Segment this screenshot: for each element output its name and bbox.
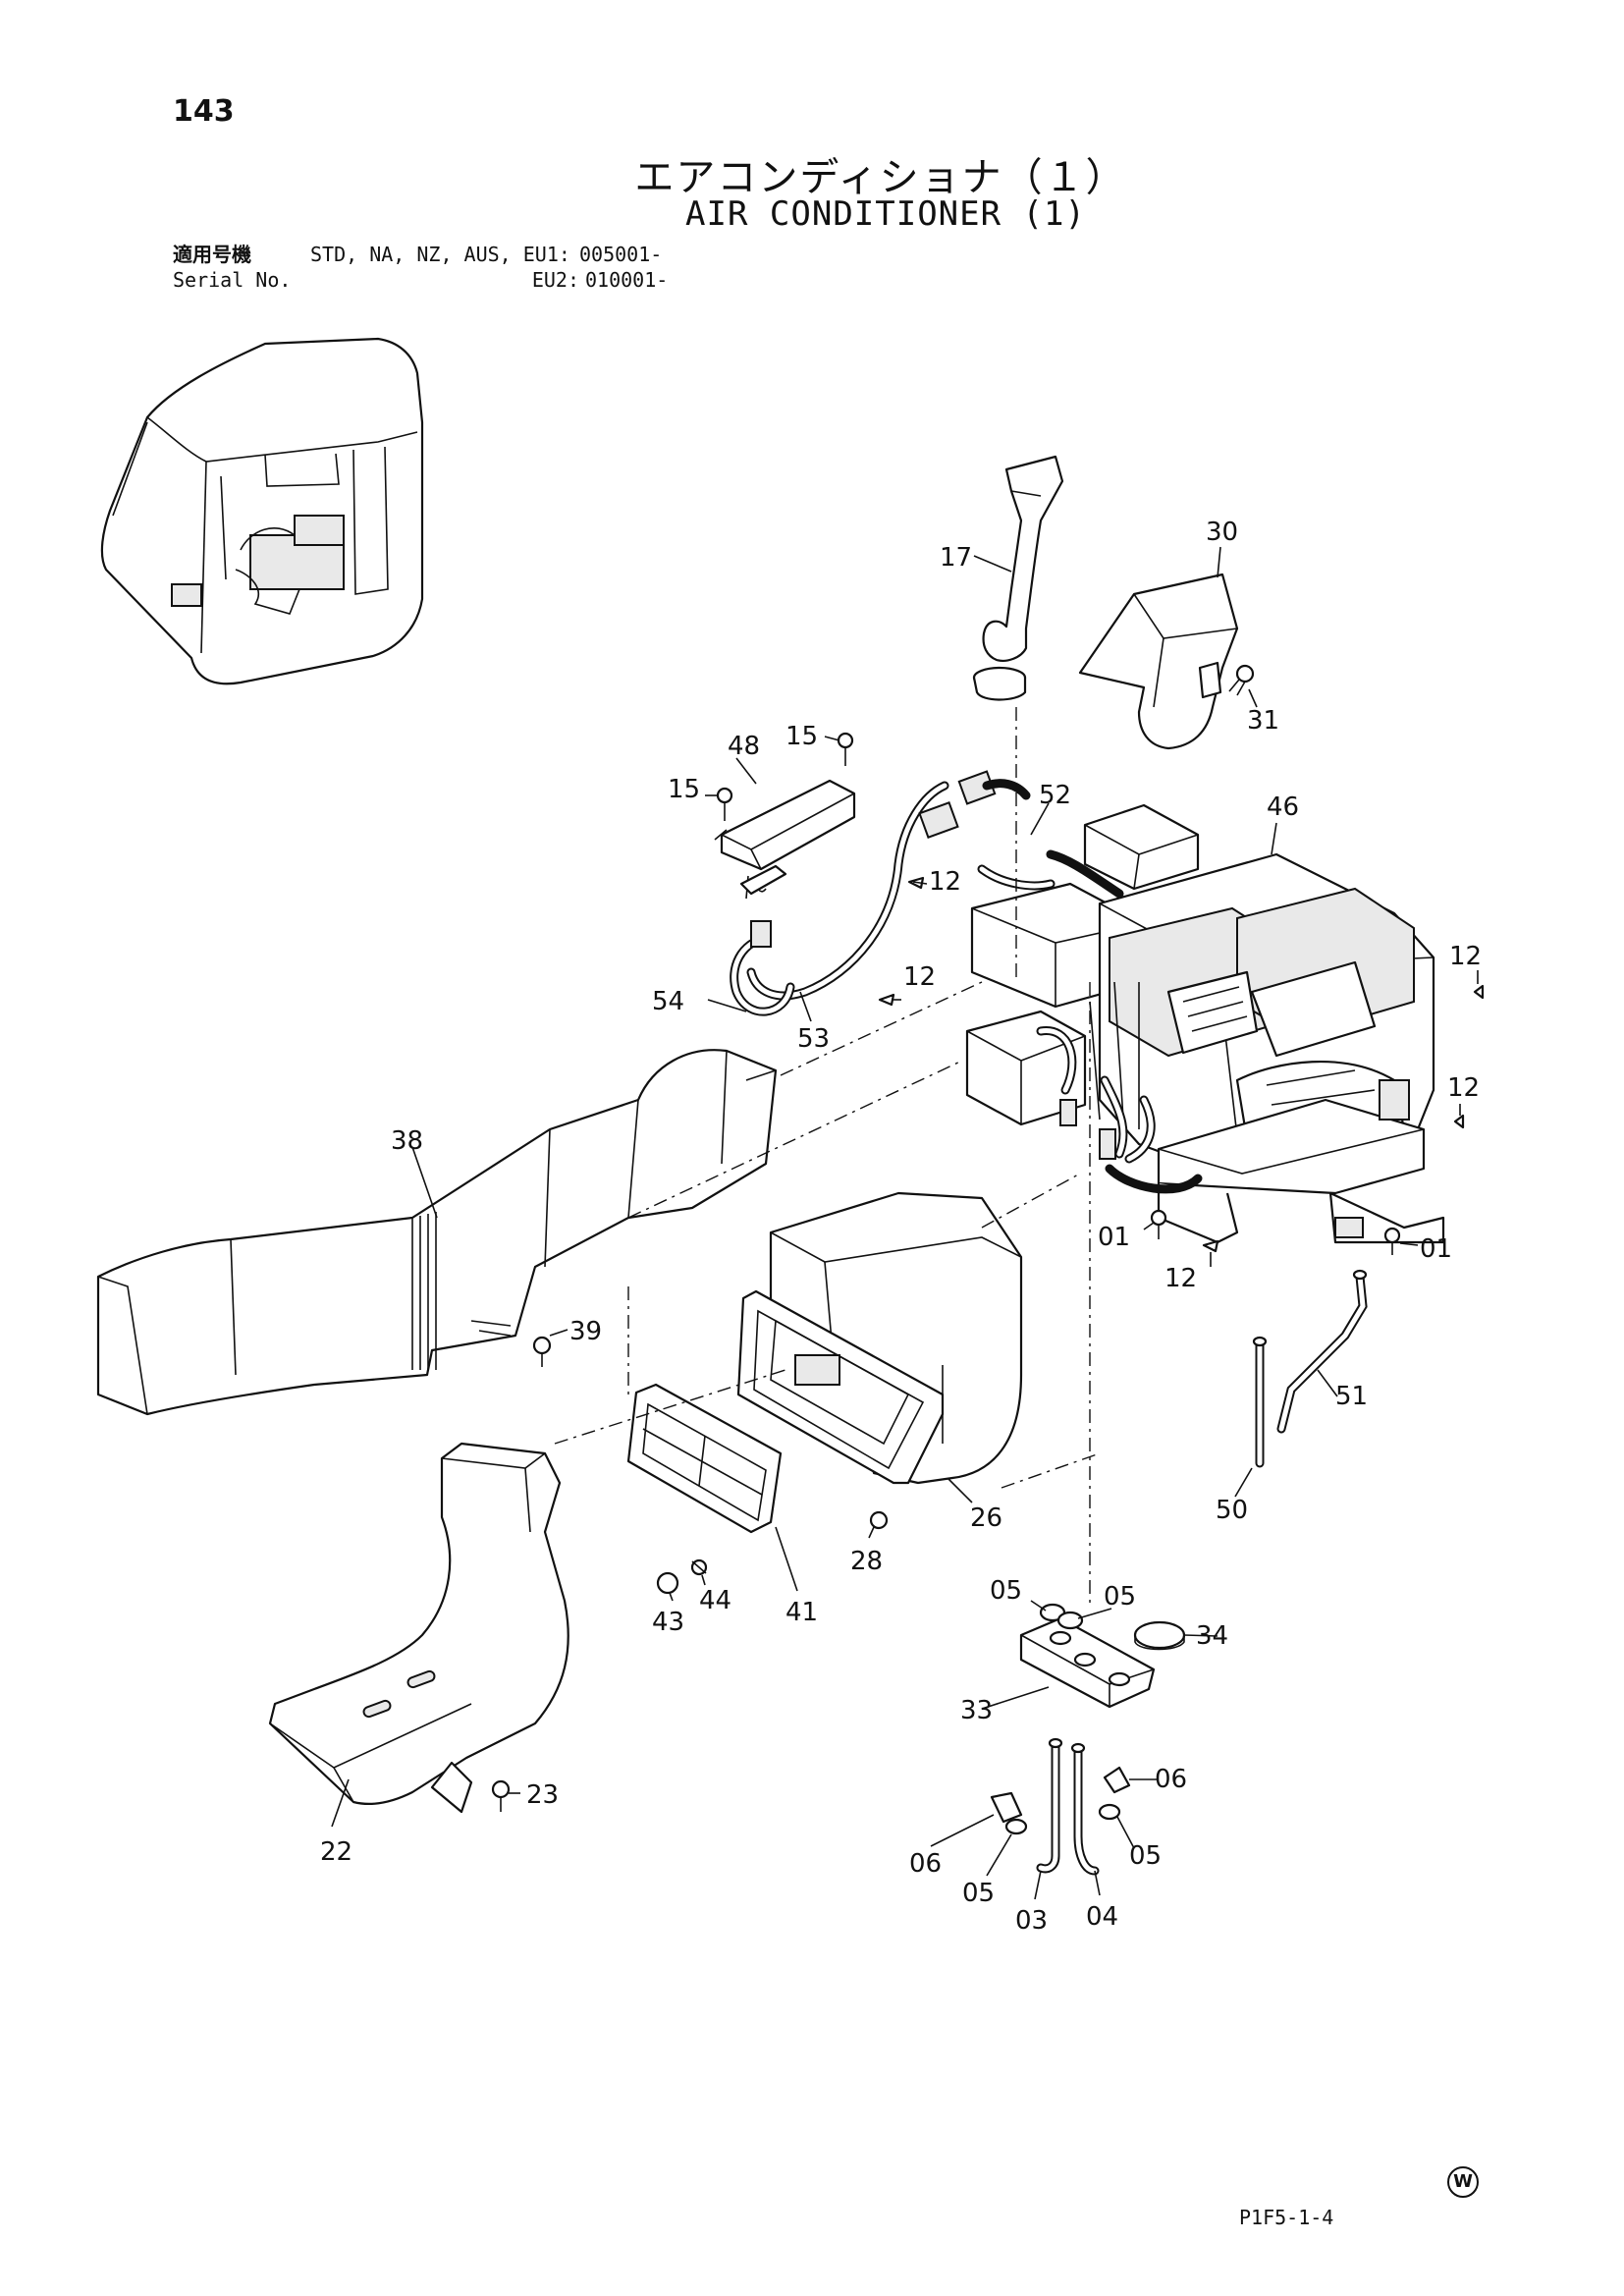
serial-row-1: 適用号機 STD, NA, NZ, AUS, EU1: 005001- — [173, 242, 668, 267]
callout-34: 34 — [1196, 1621, 1228, 1651]
part-33-plate — [1019, 1616, 1156, 1709]
callout-12a: 12 — [929, 867, 961, 897]
serial-value-2: 010001- — [585, 268, 669, 292]
callout-44: 44 — [699, 1586, 731, 1615]
callout-53: 53 — [797, 1024, 830, 1054]
page-title-japanese: エアコンディショナ（１） — [634, 155, 1127, 200]
part-30-vent — [1078, 573, 1239, 750]
part-06-05-fittings — [990, 1766, 1131, 1835]
callout-28: 28 — [850, 1547, 883, 1576]
callout-05a: 05 — [990, 1576, 1022, 1606]
serial-models-1: STD, NA, NZ, AUS, EU1: — [310, 243, 570, 266]
part-38-duct — [96, 1049, 778, 1416]
part-31-screw — [1228, 664, 1255, 696]
callout-12d: 12 — [1447, 1073, 1480, 1103]
part-05-clamps-top — [1039, 1603, 1084, 1630]
callout-33: 33 — [960, 1696, 993, 1725]
callout-52: 52 — [1039, 781, 1071, 810]
serial-row-2: Serial No. EU2: 010001- — [173, 267, 668, 293]
part-48-controller — [714, 779, 856, 900]
reference-code: P1F5-1-4 — [1239, 2206, 1334, 2229]
part-46-main-unit — [965, 803, 1445, 1244]
callout-50: 50 — [1216, 1496, 1248, 1525]
callout-12e: 12 — [1164, 1264, 1197, 1293]
callout-51: 51 — [1335, 1382, 1368, 1411]
part-39-screw — [532, 1336, 552, 1367]
part-51-50-pipes — [1252, 1269, 1368, 1468]
part-17-duct — [972, 455, 1064, 701]
cab-location-inset — [100, 337, 424, 685]
part-34-cap — [1133, 1620, 1186, 1651]
part-43-44-fasteners — [656, 1558, 708, 1595]
callout-12b: 12 — [903, 962, 936, 992]
w-mark: W — [1447, 2166, 1479, 2198]
callout-03: 03 — [1015, 1906, 1048, 1936]
callout-22: 22 — [320, 1837, 352, 1867]
part-03-04-hoses — [1036, 1737, 1100, 1876]
part-28-screw — [869, 1510, 889, 1530]
callout-05b: 05 — [1104, 1582, 1136, 1612]
leader-lines — [331, 546, 1479, 1900]
page-title-english: AIR CONDITIONER (1) — [685, 194, 1086, 234]
callout-06a: 06 — [909, 1849, 942, 1879]
serial-models-2: EU2: — [531, 268, 579, 292]
callout-41: 41 — [785, 1598, 818, 1627]
harness-53-54 — [730, 770, 1031, 1016]
callout-38: 38 — [391, 1126, 423, 1156]
callout-17: 17 — [940, 543, 972, 573]
callout-23: 23 — [526, 1780, 559, 1810]
callout-54: 54 — [652, 987, 684, 1016]
serial-label-english: Serial No. — [173, 268, 292, 292]
part-filter-frame — [736, 1289, 945, 1485]
centerlines — [554, 707, 1101, 1606]
callout-30: 30 — [1206, 518, 1238, 547]
callout-39: 39 — [569, 1317, 602, 1346]
page-number: 143 — [173, 94, 235, 129]
part-22-floor-duct — [268, 1442, 569, 1814]
callout-05d: 05 — [1129, 1841, 1162, 1871]
callout-15a: 15 — [785, 722, 818, 751]
callout-05c: 05 — [962, 1879, 995, 1908]
callout-48: 48 — [728, 732, 760, 761]
callout-06b: 06 — [1155, 1765, 1187, 1794]
callout-15b: 15 — [668, 775, 700, 804]
callout-31: 31 — [1247, 706, 1279, 736]
callout-04: 04 — [1086, 1902, 1118, 1932]
callout-46: 46 — [1267, 793, 1299, 822]
callout-12c: 12 — [1449, 942, 1482, 971]
callout-26: 26 — [970, 1503, 1002, 1533]
part-23-screw — [491, 1779, 511, 1812]
part-01-bolts — [1150, 1209, 1401, 1255]
callout-01b: 01 — [1420, 1234, 1452, 1264]
callout-01a: 01 — [1098, 1223, 1130, 1252]
part-41-filter — [626, 1383, 783, 1534]
callout-labels: 17 30 31 48 15 15 52 46 12 12 12 12 12 5… — [320, 518, 1482, 1936]
serial-label-japanese: 適用号機 — [173, 243, 251, 266]
serial-value-1: 005001- — [579, 243, 663, 266]
callout-43: 43 — [652, 1608, 684, 1637]
serial-number-block: 適用号機 STD, NA, NZ, AUS, EU1: 005001- Seri… — [173, 242, 668, 293]
